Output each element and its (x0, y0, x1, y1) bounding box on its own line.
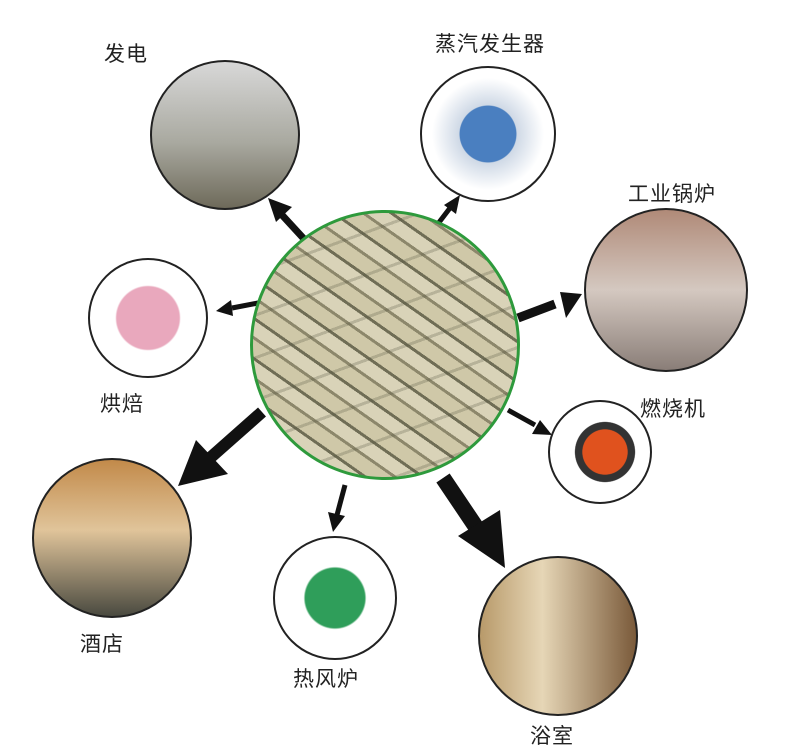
label-baking: 烘焙 (100, 392, 144, 416)
label-burner: 燃烧机 (640, 397, 706, 421)
industrial-boiler-image (584, 208, 748, 372)
arrow-to-bath (436, 473, 505, 568)
baking-oven-image (88, 258, 208, 378)
biomass-pellets-image (250, 210, 520, 480)
label-steam: 蒸汽发生器 (435, 32, 545, 56)
arrow-to-boiler (516, 292, 582, 323)
hot-air-furnace-image (273, 536, 397, 660)
label-hotel: 酒店 (80, 632, 124, 656)
label-hotair: 热风炉 (293, 667, 359, 691)
burner-image (548, 400, 652, 504)
label-power: 发电 (104, 42, 148, 66)
power-plant-image (150, 60, 300, 210)
bathroom-image (478, 556, 638, 716)
arrow-to-hotel (178, 407, 266, 486)
label-bath: 浴室 (530, 724, 574, 748)
arrow-to-hotair (328, 484, 348, 532)
hotel-image (32, 458, 192, 618)
arrow-to-baking (216, 300, 259, 316)
steam-generator-image (420, 66, 556, 202)
label-boiler: 工业锅炉 (628, 182, 716, 206)
